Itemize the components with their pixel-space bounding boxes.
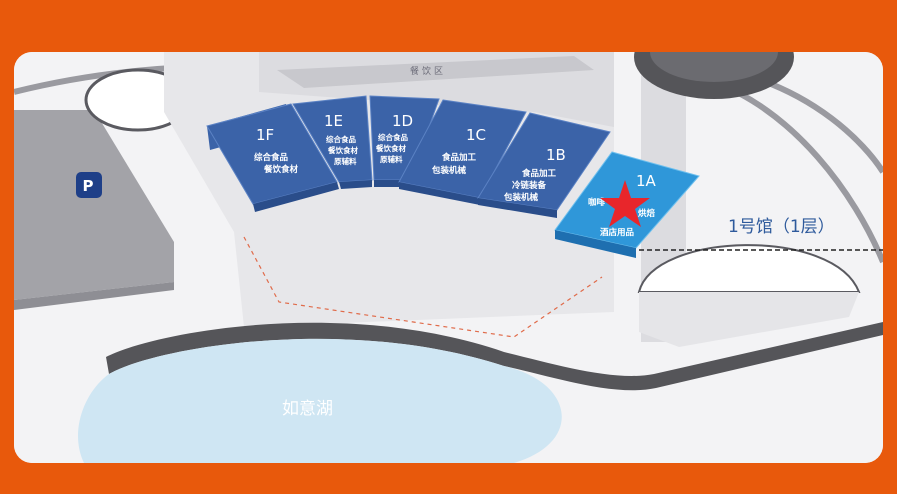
lake — [78, 338, 562, 463]
dashed-boundary — [243, 236, 603, 338]
hall-desc-line: 综合食品 — [378, 132, 408, 142]
hall-desc-line: 餐饮食材 — [327, 145, 358, 155]
hall-1D[interactable]: 1D 综合食品 餐饮食材 原辅料 — [369, 95, 440, 187]
hall-1C[interactable]: 1C 食品加工 包装机械 — [398, 99, 527, 205]
parking-icon — [76, 172, 102, 198]
hall-desc-line: 包装机械 — [504, 192, 539, 203]
parking-area — [14, 110, 174, 300]
hall-code: 1A — [636, 172, 657, 190]
hall-code: 1E — [324, 112, 343, 130]
hall-desc-line: 咖啡 — [588, 197, 606, 208]
oval-hall — [637, 244, 861, 293]
hall-1F[interactable]: 1F 综合食品 餐饮食材 — [206, 103, 339, 212]
hall-desc-line: 餐饮食材 — [263, 164, 299, 175]
lake-label: 如意湖 — [282, 399, 333, 419]
hall-desc-line: 酒店用品 — [600, 227, 635, 238]
hall-desc-line: 包装机械 — [432, 165, 467, 176]
hall-code: 1F — [256, 126, 274, 144]
hall-desc-line: 综合食品 — [326, 134, 356, 144]
hall-code: 1B — [546, 146, 566, 164]
hall-desc-line: 冷链装备 — [512, 180, 547, 191]
parking-letter: P — [83, 177, 94, 195]
hall-1B[interactable]: 1B 食品加工 冷链装备 包装机械 — [477, 112, 611, 218]
hall-desc-line: 食品加工 — [522, 168, 557, 179]
hall-desc-line: 烘焙 — [638, 208, 656, 219]
lake-shore — [106, 322, 883, 391]
hall-desc-line: 综合食品 — [254, 152, 289, 163]
hall-desc-line: 餐饮食材 — [375, 143, 406, 153]
hall-code: 1C — [466, 126, 486, 144]
hall-desc-line: 原辅料 — [380, 154, 403, 164]
floor-label: 1号馆（1层） — [728, 217, 835, 237]
hall-desc-line: 原辅料 — [334, 156, 357, 166]
venue-map: 餐饮区 如意湖 P 1F 综合食品 餐饮食材 — [14, 52, 883, 463]
map-frame: 餐饮区 如意湖 P 1F 综合食品 餐饮食材 — [14, 52, 883, 463]
zone-label: 餐饮区 — [410, 65, 446, 77]
hall-desc-line: 食品加工 — [442, 152, 477, 163]
hall-1E[interactable]: 1E 综合食品 餐饮食材 原辅料 — [292, 95, 373, 189]
star-marker-icon — [600, 180, 650, 227]
parking-sign: P — [76, 172, 102, 198]
hall-code: 1D — [392, 112, 413, 130]
hall-1A[interactable]: 1A 咖啡 烘焙 酒店用品 — [554, 151, 700, 258]
